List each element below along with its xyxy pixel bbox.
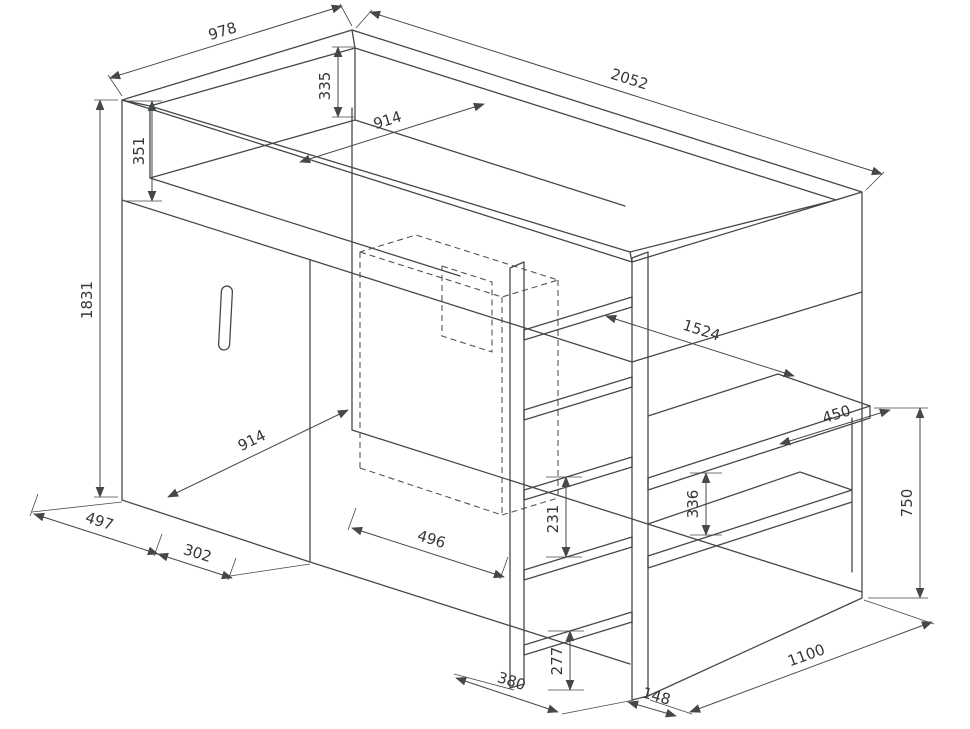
dim-line-desk-shelf-depth (779, 408, 891, 446)
ladder-steps (523, 296, 633, 656)
dim-line-top-width (109, 4, 343, 80)
dim-line-ladder-width (455, 677, 559, 713)
dimension-lines (33, 4, 933, 718)
shelf-unit (647, 373, 871, 573)
dim-floor-depth-label: 1100 (785, 640, 827, 670)
dim-wardrobe-depth-label: 497 (83, 508, 116, 534)
dim-line-wardrobe-section (157, 552, 233, 580)
dim-rail-height-label: 351 (130, 137, 148, 166)
dim-line-floor-clearance-width (167, 409, 349, 498)
dim-line-wardrobe-depth (33, 512, 159, 556)
bed-frame (121, 29, 863, 697)
dim-line-top-length (369, 10, 883, 176)
dim-desk-height-label: 750 (898, 489, 916, 518)
desk-hidden-lines (359, 234, 559, 516)
shelf-lines (647, 373, 871, 573)
pull-out-desk (359, 234, 559, 516)
dim-line-wardrobe-width (351, 526, 505, 579)
dim-wardrobe-section-label: 302 (181, 540, 214, 566)
dim-line-ladder-depth (627, 700, 677, 718)
bed-top-frame-lines (121, 29, 863, 697)
wardrobe-door-handle (217, 285, 234, 351)
dim-line-floor-depth (689, 621, 933, 713)
dim-rail-depth-label: 335 (316, 72, 334, 101)
dim-step-gap-label: 231 (544, 505, 562, 534)
dim-overall-height-label: 1831 (78, 281, 96, 319)
dim-bed-inner-width-label: 914 (371, 107, 404, 133)
dim-wardrobe-width-label: 496 (415, 526, 448, 552)
dim-shelf-gap-label: 336 (684, 490, 702, 519)
dim-line-bed-inner-width (299, 102, 485, 164)
dimension-labels: 978 2052 335 914 351 1831 1524 450 336 7… (78, 18, 916, 708)
dim-line-underbed-length (605, 314, 795, 378)
dim-bottom-step-height-label: 277 (548, 647, 566, 676)
dim-top-width-label: 978 (206, 18, 239, 44)
ladder (509, 251, 649, 701)
wardrobe-lines (121, 199, 631, 665)
dim-ladder-width-label: 380 (495, 668, 528, 694)
wardrobe (121, 199, 631, 665)
